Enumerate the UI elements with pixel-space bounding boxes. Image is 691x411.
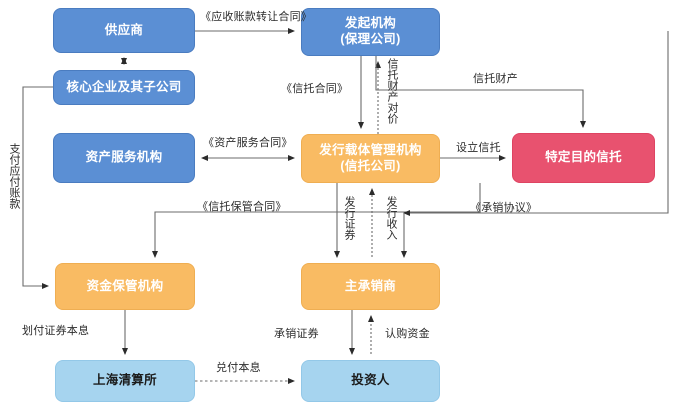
node-asset-service[interactable]: 资产服务机构 bbox=[53, 133, 195, 183]
connector-originator-to-spt bbox=[375, 56, 586, 128]
edge-label-transfer-principal: 划付证券本息 bbox=[22, 325, 90, 337]
node-originator[interactable]: 发起机构 (保理公司) bbox=[301, 8, 440, 56]
edge-label-subscription-funds: 认购资金 bbox=[385, 328, 430, 340]
edge-label-trust-contract: 《信托合同》 bbox=[281, 83, 349, 95]
node-lead-underwriter[interactable]: 主承销商 bbox=[301, 263, 440, 310]
connector-lead-under-to-spv bbox=[403, 31, 669, 216]
edge-label-pay-payable: 支付应付账款 bbox=[8, 143, 20, 209]
edge-label-trust-property: 信托财产 bbox=[473, 73, 518, 85]
node-spv-manager[interactable]: 发行载体管理机构 (信托公司) bbox=[301, 134, 440, 183]
edge-label-redeem-principal: 兑付本息 bbox=[216, 362, 261, 374]
edge-label-receivable-transfer: 《应收账款转让合同》 bbox=[200, 11, 312, 23]
edge-label-trust-custody-contract: 《信托保管合同》 bbox=[197, 201, 287, 213]
edge-label-underwrite-securities: 承销证券 bbox=[274, 328, 319, 340]
edge-label-underwriting-agreement: 《承销协议》 bbox=[470, 202, 538, 214]
node-fund-custody[interactable]: 资金保管机构 bbox=[55, 263, 195, 310]
connector-spv-to-fund-custody bbox=[152, 183, 481, 258]
node-special-purpose-trust[interactable]: 特定目的信托 bbox=[512, 133, 655, 183]
edge-label-establish-trust: 设立信托 bbox=[456, 142, 501, 154]
node-shanghai-clearing-house[interactable]: 上海清算所 bbox=[55, 360, 195, 402]
edge-label-issue-proceeds: 发行收入 bbox=[385, 196, 397, 240]
edge-label-issue-securities: 发行证券 bbox=[343, 196, 355, 240]
node-core-enterprise[interactable]: 核心企业及其子公司 bbox=[53, 70, 195, 105]
edge-label-asset-service-contract: 《资产服务合同》 bbox=[203, 137, 293, 149]
connector-core-to-fund-custody bbox=[22, 86, 53, 289]
edge-label-trust-consideration: 信托财产对价 bbox=[386, 58, 398, 124]
node-investor[interactable]: 投资人 bbox=[301, 360, 440, 402]
node-supplier[interactable]: 供应商 bbox=[53, 8, 195, 53]
